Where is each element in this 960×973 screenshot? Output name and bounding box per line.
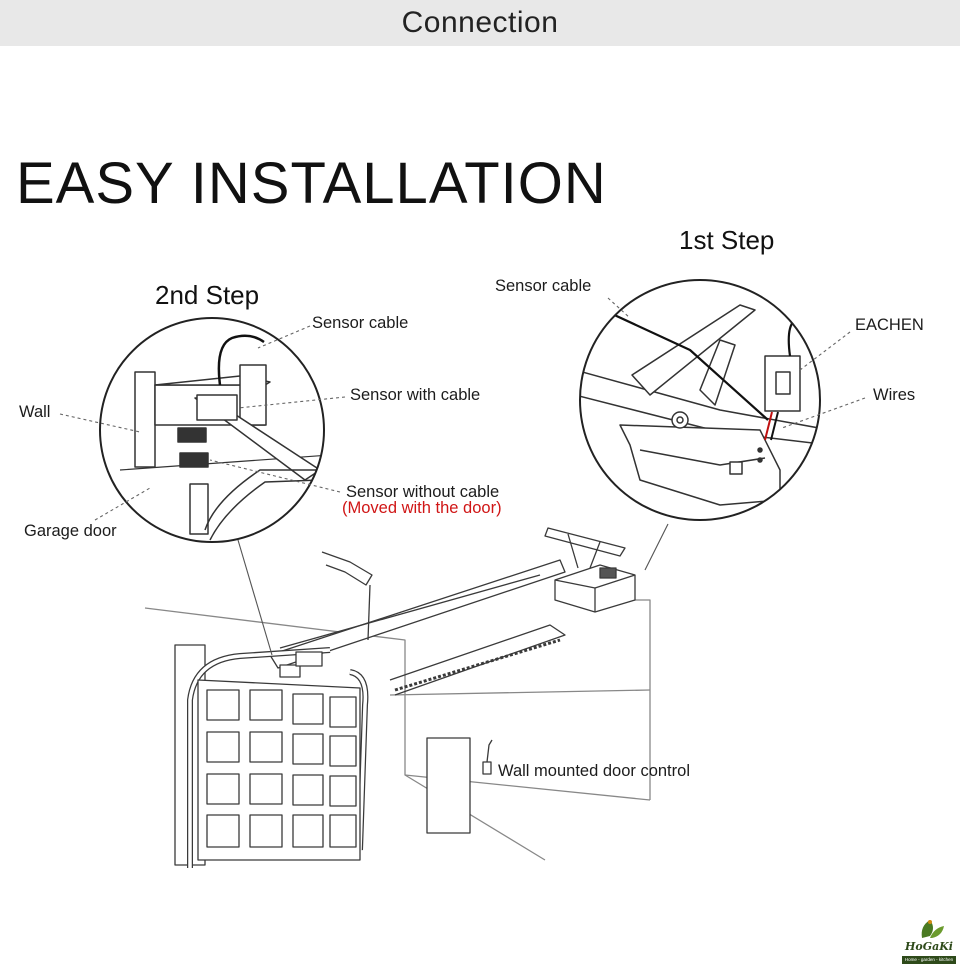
header-title: Connection	[401, 6, 559, 39]
leaf-icon	[921, 920, 944, 938]
step1-title: 1st Step	[679, 225, 775, 255]
wall-control-label: Wall mounted door control	[498, 762, 690, 780]
step1-detail	[580, 280, 820, 520]
garage-door-label: Garage door	[24, 522, 117, 540]
garage-door-panels	[197, 679, 361, 861]
header-bar: Connection	[0, 0, 960, 46]
step1-sensor-cable-label: Sensor cable	[495, 277, 592, 295]
step2-title: 2nd Step	[155, 280, 260, 310]
logo-name: HoGaKi	[905, 940, 953, 953]
moved-with-door-note: (Moved with the door)	[342, 499, 502, 517]
eachen-label: EACHEN	[855, 316, 924, 334]
sensor-with-cable-label: Sensor with cable	[350, 386, 481, 404]
garage-scene	[144, 527, 651, 868]
opener-motor	[544, 527, 636, 613]
logo-tagline: Home - garden - kitchen	[902, 956, 956, 964]
step2-sensor-cable-label: Sensor cable	[312, 314, 409, 332]
wires-label: Wires	[873, 386, 916, 404]
step2-detail	[100, 318, 324, 542]
hogaki-logo: HoGaKi Home - garden - kitchen	[900, 916, 958, 970]
page-title: EASY INSTALLATION	[16, 151, 607, 216]
wall-label: Wall	[19, 403, 51, 421]
sensor-without-cable-label: Sensor without cable	[346, 483, 500, 501]
